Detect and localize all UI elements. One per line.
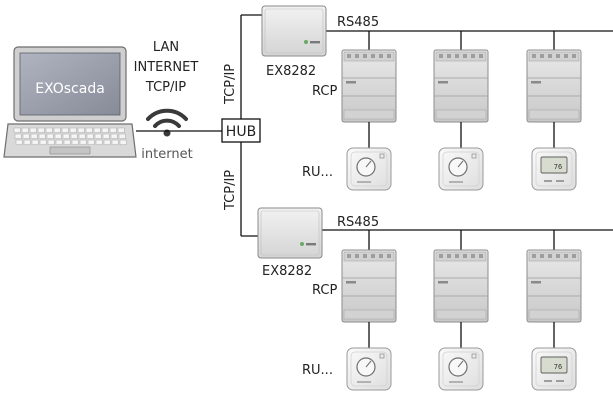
key <box>45 127 53 133</box>
wifi-icon <box>146 108 188 137</box>
key <box>79 139 87 145</box>
rcp-label: RCP <box>312 84 337 99</box>
key <box>119 139 127 145</box>
key <box>21 127 29 133</box>
key <box>38 133 46 139</box>
key <box>29 127 37 133</box>
ru-dial-thermostat <box>346 347 392 391</box>
rcp-unit <box>526 249 582 323</box>
tcpip-bottom-label: TCP/IP <box>223 170 238 211</box>
tcpip-top-label: TCP/IP <box>223 64 238 105</box>
key <box>13 127 21 133</box>
indicator <box>471 353 477 359</box>
ru-dial-thermostat <box>438 347 484 391</box>
indicator <box>379 153 385 159</box>
rcp-logo <box>346 281 356 284</box>
rcp-unit <box>341 249 397 323</box>
key <box>23 139 31 145</box>
status-led <box>304 40 308 44</box>
key <box>62 133 70 139</box>
ru-label: RU... <box>302 363 333 378</box>
key <box>110 133 118 139</box>
lcd-reading: 76 <box>554 163 562 171</box>
rs485-label: RS485 <box>337 15 379 30</box>
logo-mark <box>306 243 316 246</box>
key <box>103 139 111 145</box>
lcd-display <box>540 156 568 174</box>
ru-display-thermostat: 76 <box>531 147 577 191</box>
rcp-logo <box>438 281 448 284</box>
lan-label: LAN <box>153 40 179 55</box>
internet-label: internet <box>141 147 192 162</box>
ru-dial-thermostat <box>438 147 484 191</box>
ru-label: RU... <box>302 165 333 180</box>
ex8282-label: EX8282 <box>266 64 316 79</box>
key <box>117 127 125 133</box>
laptop-touchpad <box>49 146 91 155</box>
rcp-label: RCP <box>312 283 337 298</box>
key <box>94 133 102 139</box>
key <box>70 133 78 139</box>
hub-label: HUB <box>226 124 256 140</box>
key <box>47 139 55 145</box>
key <box>87 139 95 145</box>
laptop-screen-label: EXOscada <box>35 81 105 97</box>
ru-display-thermostat: 76 <box>531 347 577 391</box>
key <box>37 127 45 133</box>
indicator <box>471 153 477 159</box>
laptop-screen <box>19 52 121 116</box>
rs485-label: RS485 <box>337 215 379 230</box>
rcp-logo <box>531 81 541 84</box>
ru-dial-thermostat <box>346 147 392 191</box>
key <box>30 133 38 139</box>
key <box>14 133 22 139</box>
key <box>22 133 30 139</box>
laptop: EXOscada <box>3 46 137 158</box>
ex8282-controller <box>257 207 323 259</box>
rcp-unit <box>433 49 489 123</box>
key <box>77 127 85 133</box>
rcp-logo <box>438 81 448 84</box>
rcp-logo <box>346 81 356 84</box>
key <box>55 139 63 145</box>
rcp-unit <box>526 49 582 123</box>
rcp-unit <box>433 249 489 323</box>
key <box>109 127 117 133</box>
rcp-logo <box>531 281 541 284</box>
controller-segments: RS485EX8282RCPRU...76RS485EX8282RCPRU...… <box>257 5 613 391</box>
key <box>102 133 110 139</box>
key <box>63 139 71 145</box>
logo-mark <box>310 41 320 44</box>
key <box>71 139 79 145</box>
internet-caps-label: INTERNET <box>134 60 199 75</box>
key <box>53 127 61 133</box>
lcd-display <box>540 356 568 374</box>
key <box>46 133 54 139</box>
key <box>39 139 47 145</box>
key <box>85 127 93 133</box>
key <box>78 133 86 139</box>
key <box>111 139 119 145</box>
key <box>86 133 94 139</box>
ex8282-label: EX8282 <box>262 264 312 279</box>
key <box>118 133 126 139</box>
rcp-unit <box>341 49 397 123</box>
status-led <box>300 242 304 246</box>
laptop-keyboard <box>13 127 127 145</box>
key <box>69 127 77 133</box>
key <box>54 133 62 139</box>
key <box>93 127 101 133</box>
ex8282-controller <box>261 5 327 57</box>
key <box>15 139 23 145</box>
key <box>101 127 109 133</box>
key <box>31 139 39 145</box>
tcpip-label: TCP/IP <box>145 80 186 95</box>
key <box>61 127 69 133</box>
lcd-reading: 76 <box>554 363 562 371</box>
key <box>95 139 103 145</box>
indicator <box>379 353 385 359</box>
